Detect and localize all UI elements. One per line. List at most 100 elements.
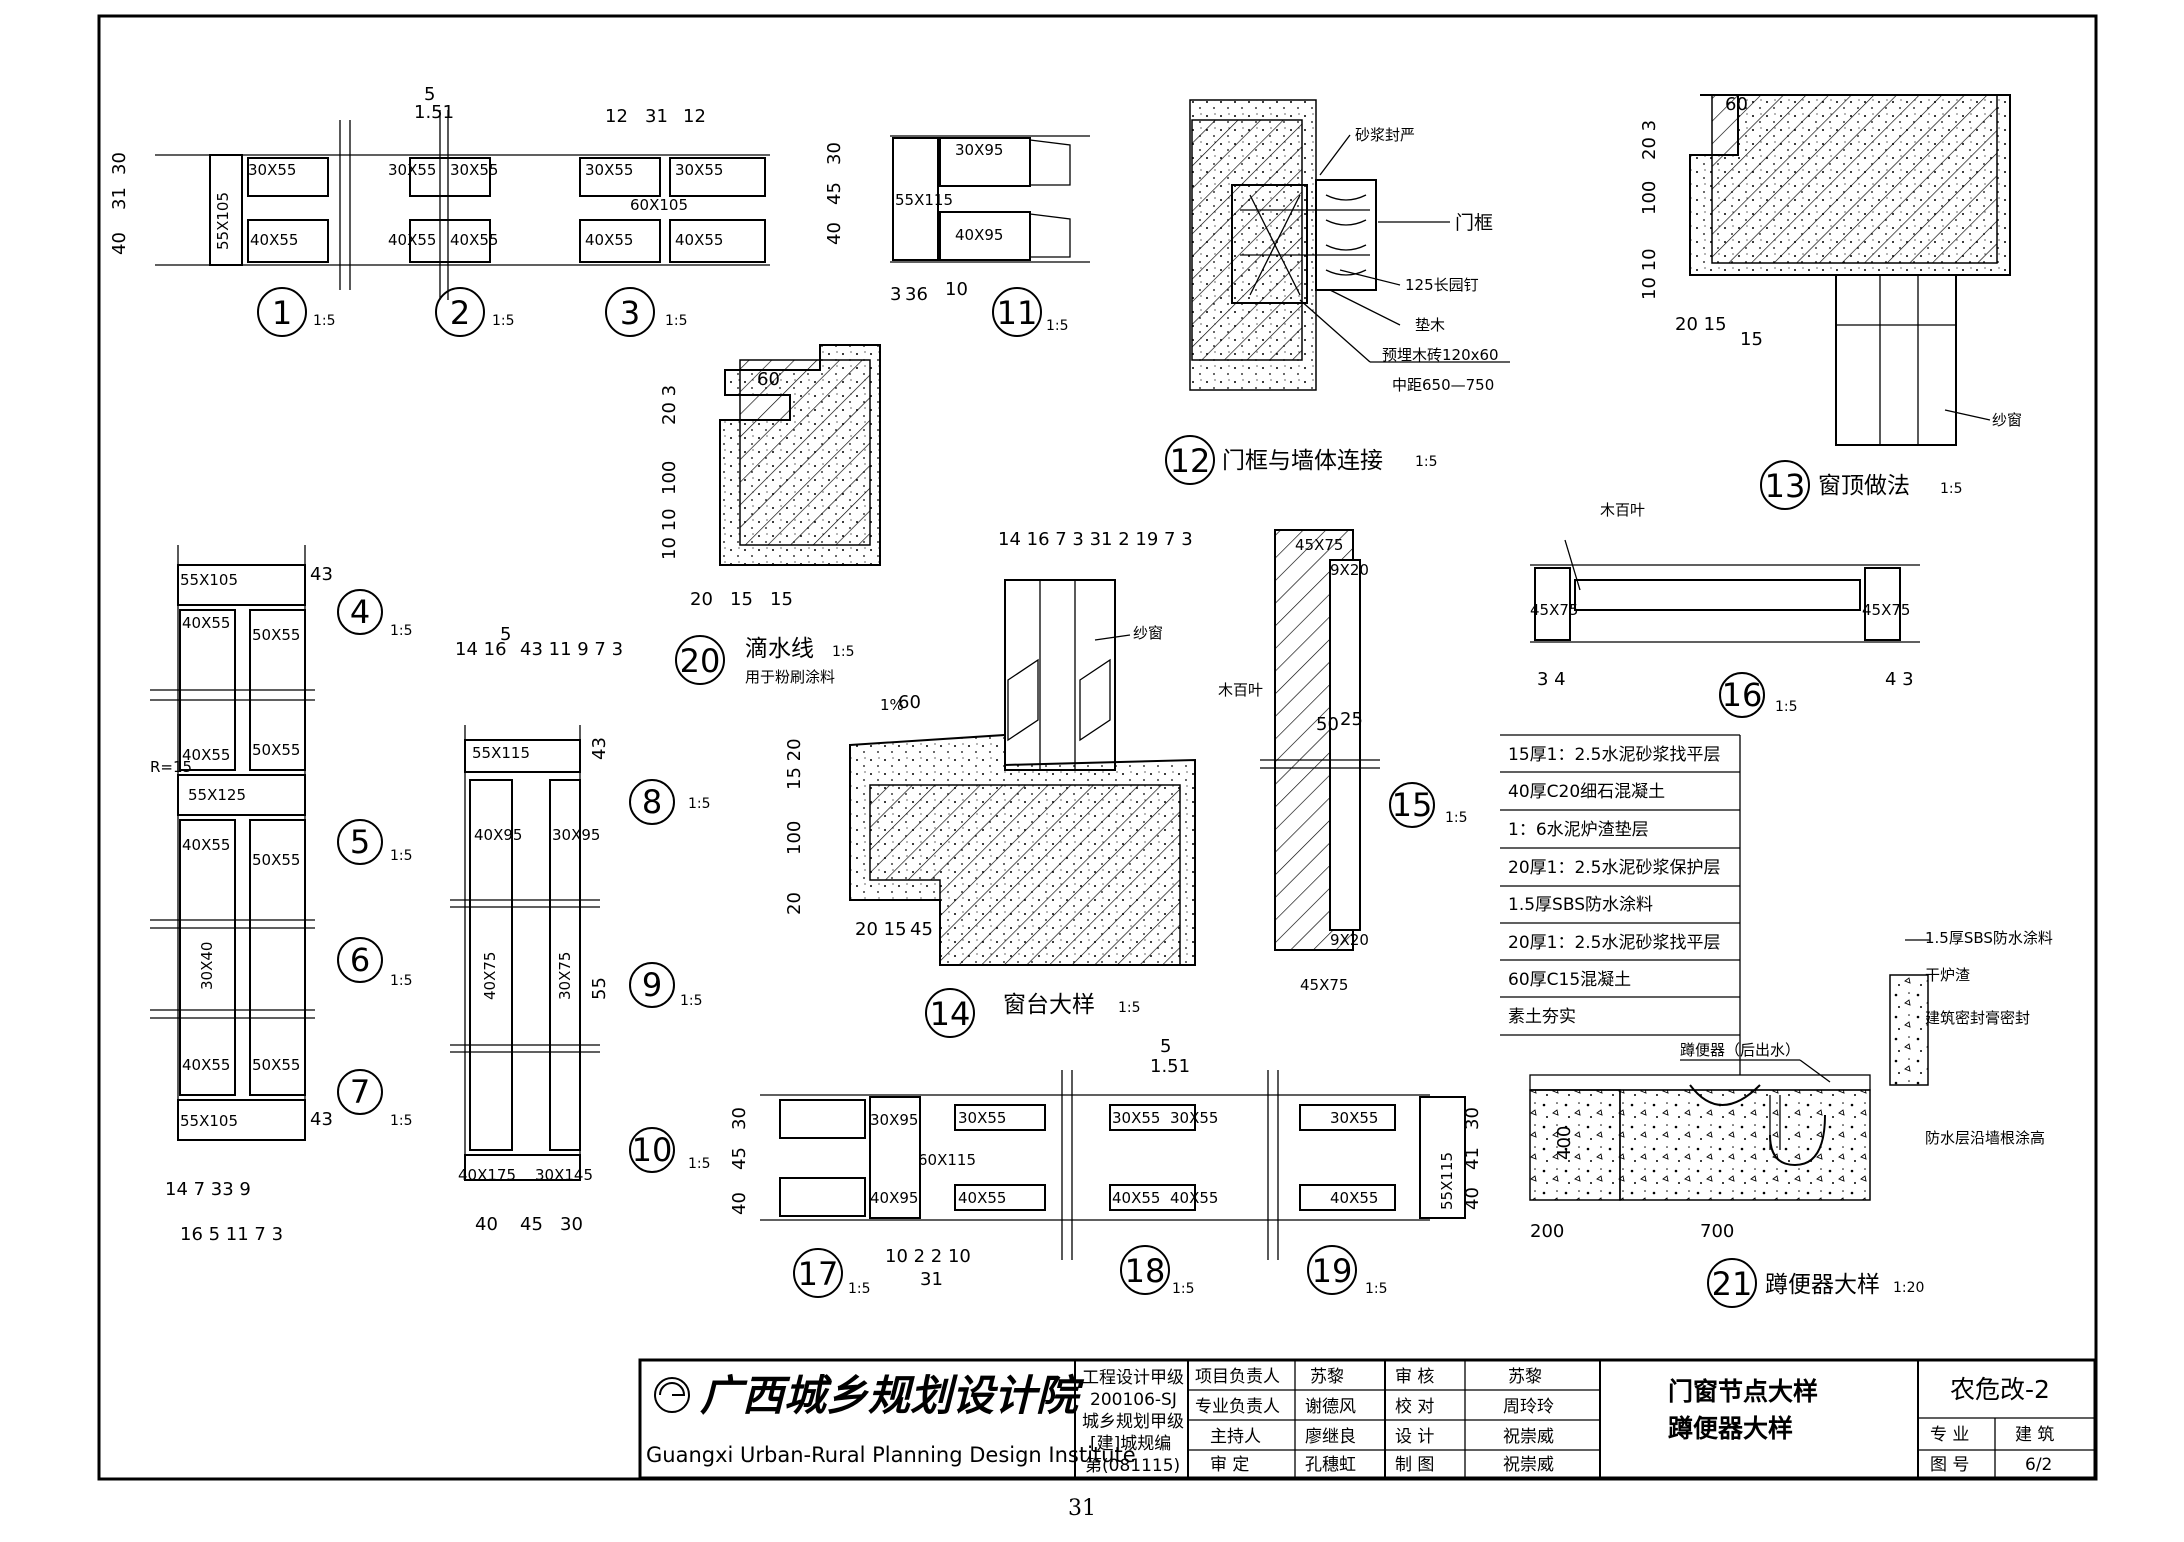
svg-text:45: 45 <box>520 1214 543 1235</box>
detail-11-section: 30X95 55X115 40X95 30 45 40 3 36 10 <box>824 135 1090 305</box>
logo-cn-text: 广西城乡规划设计院 <box>700 1371 1085 1420</box>
detail-20-drip-line: 60 20 3 100 10 10 20 15 15 <box>659 344 881 610</box>
svg-text:13: 13 <box>1765 467 1806 505</box>
label-drip-note: 用于粉刷涂料 <box>745 668 835 686</box>
detail-14-window-sill: 纱窗 1% 60 15 20 100 20 20 15 45 14 16 7 3… <box>784 529 1196 966</box>
label-40x55: 40X55 <box>182 1056 230 1074</box>
svg-text:30: 30 <box>109 152 130 175</box>
callout-3: 3 1:5 <box>605 287 688 337</box>
svg-text:36: 36 <box>905 284 928 305</box>
svg-text:3 4: 3 4 <box>1537 669 1566 690</box>
layer-7: 60厚C15混凝土 <box>1508 970 1631 990</box>
label-30x145: 30X145 <box>535 1166 593 1184</box>
svg-text:蹲便器大样: 蹲便器大样 <box>1765 1272 1880 1298</box>
svg-text:11: 11 <box>997 294 1038 332</box>
sheet-value: 6/2 <box>2025 1455 2052 1475</box>
svg-text:10 10: 10 10 <box>1639 248 1660 300</box>
svg-text:40: 40 <box>729 1192 750 1215</box>
svg-text:14: 14 <box>930 995 971 1033</box>
label-60x115: 60X115 <box>918 1151 976 1169</box>
discipline-value: 建 筑 <box>2015 1425 2054 1445</box>
callout-6: 6 1:5 <box>337 937 413 989</box>
svg-text:30: 30 <box>1462 1107 1483 1130</box>
check-2: 校 对 <box>1395 1397 1434 1417</box>
callout-21: 21 蹲便器大样 1:20 <box>1707 1258 1924 1308</box>
callout-18: 18 1:5 <box>1120 1245 1195 1297</box>
label-30x95: 30X95 <box>552 826 600 844</box>
label-wood-brick: 预埋木砖120x60 <box>1382 346 1499 364</box>
label-40x75: 40X75 <box>481 952 499 1000</box>
check-1: 审 核 <box>1395 1367 1434 1387</box>
svg-text:12: 12 <box>683 106 706 127</box>
callout-11: 11 1:5 <box>992 287 1069 337</box>
label-40x95: 40X95 <box>474 826 522 844</box>
svg-text:45: 45 <box>910 919 933 940</box>
svg-text:6: 6 <box>350 941 370 979</box>
svg-text:3: 3 <box>620 294 640 332</box>
label-55x105: 55X105 <box>180 1112 238 1130</box>
role-4: 审 定 <box>1210 1455 1249 1475</box>
layer-1: 15厚1：2.5水泥砂浆找平层 <box>1508 745 1720 765</box>
drawing-title-1: 门窗节点大样 <box>1668 1377 1818 1406</box>
svg-text:55: 55 <box>589 977 610 1000</box>
cert-line-1: 工程设计甲级 <box>1082 1368 1184 1388</box>
detail-13-window-head: 纱窗 60 20 3 100 10 10 20 15 15 <box>1639 94 2022 446</box>
role-2: 专业负责人 <box>1195 1397 1280 1417</box>
label-spacing: 中距650—750 <box>1392 376 1494 394</box>
label-55x105: 55X105 <box>214 192 232 250</box>
svg-text:1: 1 <box>272 294 292 332</box>
label-30x55: 30X55 <box>248 161 296 179</box>
layer-6: 20厚1：2.5水泥砂浆找平层 <box>1508 933 1720 953</box>
label-45x75: 45X75 <box>1862 601 1910 619</box>
svg-text:1:5: 1:5 <box>1775 699 1798 715</box>
label-squat-pan: 蹲便器（后出水） <box>1680 1041 1800 1059</box>
svg-text:30: 30 <box>560 1214 583 1235</box>
label-55x115: 55X115 <box>895 191 953 209</box>
svg-text:700: 700 <box>1700 1221 1734 1242</box>
layer-4: 20厚1：2.5水泥砂浆保护层 <box>1508 858 1720 878</box>
detail-17-19-sections: 30X95 40X95 60X115 30X55 40X55 30X55 40X… <box>729 1036 1483 1290</box>
label-dry-slag: 干炉渣 <box>1925 966 1970 984</box>
svg-text:41: 41 <box>1462 1147 1483 1170</box>
svg-text:1.51: 1.51 <box>1150 1056 1190 1077</box>
label-30x55: 30X55 <box>958 1109 1006 1127</box>
svg-text:20 3: 20 3 <box>1639 120 1660 160</box>
label-30x95: 30X95 <box>955 141 1003 159</box>
label-30x55: 30X55 <box>450 161 498 179</box>
svg-text:45: 45 <box>729 1147 750 1170</box>
label-round-nail: 125长园钉 <box>1405 276 1479 294</box>
svg-text:1:5: 1:5 <box>492 313 515 329</box>
svg-text:16 5 11 7 3: 16 5 11 7 3 <box>180 1224 283 1245</box>
svg-text:15: 15 <box>730 589 753 610</box>
name-2: 谢德风 <box>1305 1397 1356 1417</box>
svg-text:10: 10 <box>945 279 968 300</box>
label-40x55: 40X55 <box>250 231 298 249</box>
label-40x55: 40X55 <box>182 746 230 764</box>
svg-text:1:5: 1:5 <box>390 848 413 864</box>
label-40x55: 40X55 <box>1170 1189 1218 1207</box>
svg-text:1:20: 1:20 <box>1893 1280 1924 1296</box>
label-sealant: 建筑密封膏密封 <box>1925 1009 2030 1027</box>
institute-logo: 广西城乡规划设计院 <box>654 1371 1085 1420</box>
label-40x55: 40X55 <box>182 836 230 854</box>
title-block: 广西城乡规划设计院 Guangxi Urban-Rural Planning D… <box>638 1358 2097 1480</box>
svg-text:60: 60 <box>898 692 921 713</box>
label-30x55: 30X55 <box>1170 1109 1218 1127</box>
label-9x20: 9X20 <box>1330 561 1369 579</box>
svg-text:20: 20 <box>690 589 713 610</box>
label-screen: 纱窗 <box>1133 624 1163 642</box>
label-30x55: 30X55 <box>388 161 436 179</box>
svg-text:40: 40 <box>109 232 130 255</box>
svg-text:100: 100 <box>659 461 680 495</box>
drawing-title-2: 蹲便器大样 <box>1668 1414 1793 1443</box>
label-50x55: 50X55 <box>252 626 300 644</box>
svg-text:窗台大样: 窗台大样 <box>1003 992 1095 1018</box>
svg-text:40: 40 <box>824 222 845 245</box>
label-40x95: 40X95 <box>870 1189 918 1207</box>
svg-text:1:5: 1:5 <box>390 623 413 639</box>
svg-text:1:5: 1:5 <box>1365 1281 1388 1297</box>
svg-text:10 10: 10 10 <box>659 508 680 560</box>
label-40x55: 40X55 <box>1330 1189 1378 1207</box>
svg-text:10 2 2 10: 10 2 2 10 <box>885 1246 971 1267</box>
